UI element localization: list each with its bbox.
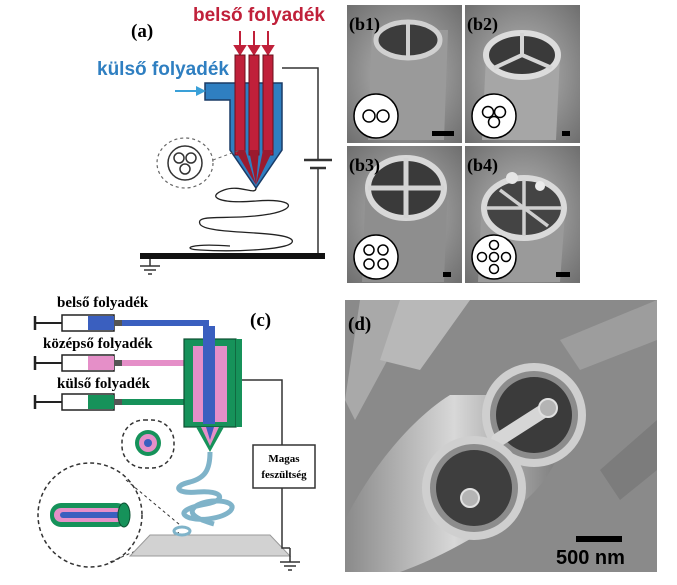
high-voltage-text-1: Magas (268, 453, 300, 465)
inner-fluid-label-a: belső folyadék (193, 5, 325, 26)
collector-plate-a (140, 253, 325, 259)
coaxial-nozzle-a (204, 54, 283, 190)
ground-symbol-a (140, 259, 160, 275)
inner-fluid-arrows (233, 31, 275, 56)
voltage-circuit-a (282, 67, 332, 256)
sem-image-b1: (b1) (347, 5, 462, 143)
label-b1: (b1) (349, 14, 380, 35)
outer-fluid-label-c: külső folyadék (57, 376, 151, 392)
electrospun-jet-c (176, 451, 235, 527)
panel-a-label: (a) (131, 21, 153, 42)
panel-c-label: (c) (250, 310, 271, 331)
syringe-outer (33, 393, 122, 411)
panel-d-label: (d) (348, 314, 371, 335)
syringe-inner (33, 314, 122, 332)
middle-fluid-label-c: középső folyadék (43, 336, 153, 352)
label-b3: (b3) (349, 155, 380, 176)
high-voltage-text-2: feszültség (261, 469, 307, 481)
panel-b-sem-grid: (b1) (b2) (b3) (347, 5, 580, 283)
panel-a: (a) belső folyadék külső folyadék (97, 5, 332, 275)
panel-c: (c) belső folyadék középső folyadék küls… (33, 295, 316, 571)
cross-section-callout-a (156, 137, 241, 189)
outer-fluid-arrow (175, 86, 206, 96)
high-voltage-box (252, 444, 316, 489)
panel-d-sem: (d) 500 nm (345, 300, 657, 572)
cross-section-callout-c (121, 419, 175, 469)
sem-image-b2: (b2) (465, 5, 580, 143)
label-b4: (b4) (467, 155, 498, 176)
label-b2: (b2) (467, 14, 498, 35)
fiber-magnified-callout (37, 462, 181, 568)
ground-symbol-c (280, 556, 300, 571)
scale-bar-label-d: 500 nm (556, 547, 625, 569)
scale-bar-d (576, 536, 622, 542)
outer-fluid-label-a: külső folyadék (97, 59, 229, 80)
triaxial-nozzle (183, 326, 242, 452)
syringe-middle (33, 354, 122, 372)
voltage-circuit-c (242, 379, 291, 556)
sem-image-b4: (b4) (465, 146, 580, 283)
inner-fluid-label-c: belső folyadék (57, 295, 149, 311)
collector-plate-c (128, 534, 292, 557)
sem-image-b3: (b3) (347, 146, 462, 283)
electrospun-jet-a (189, 187, 293, 252)
